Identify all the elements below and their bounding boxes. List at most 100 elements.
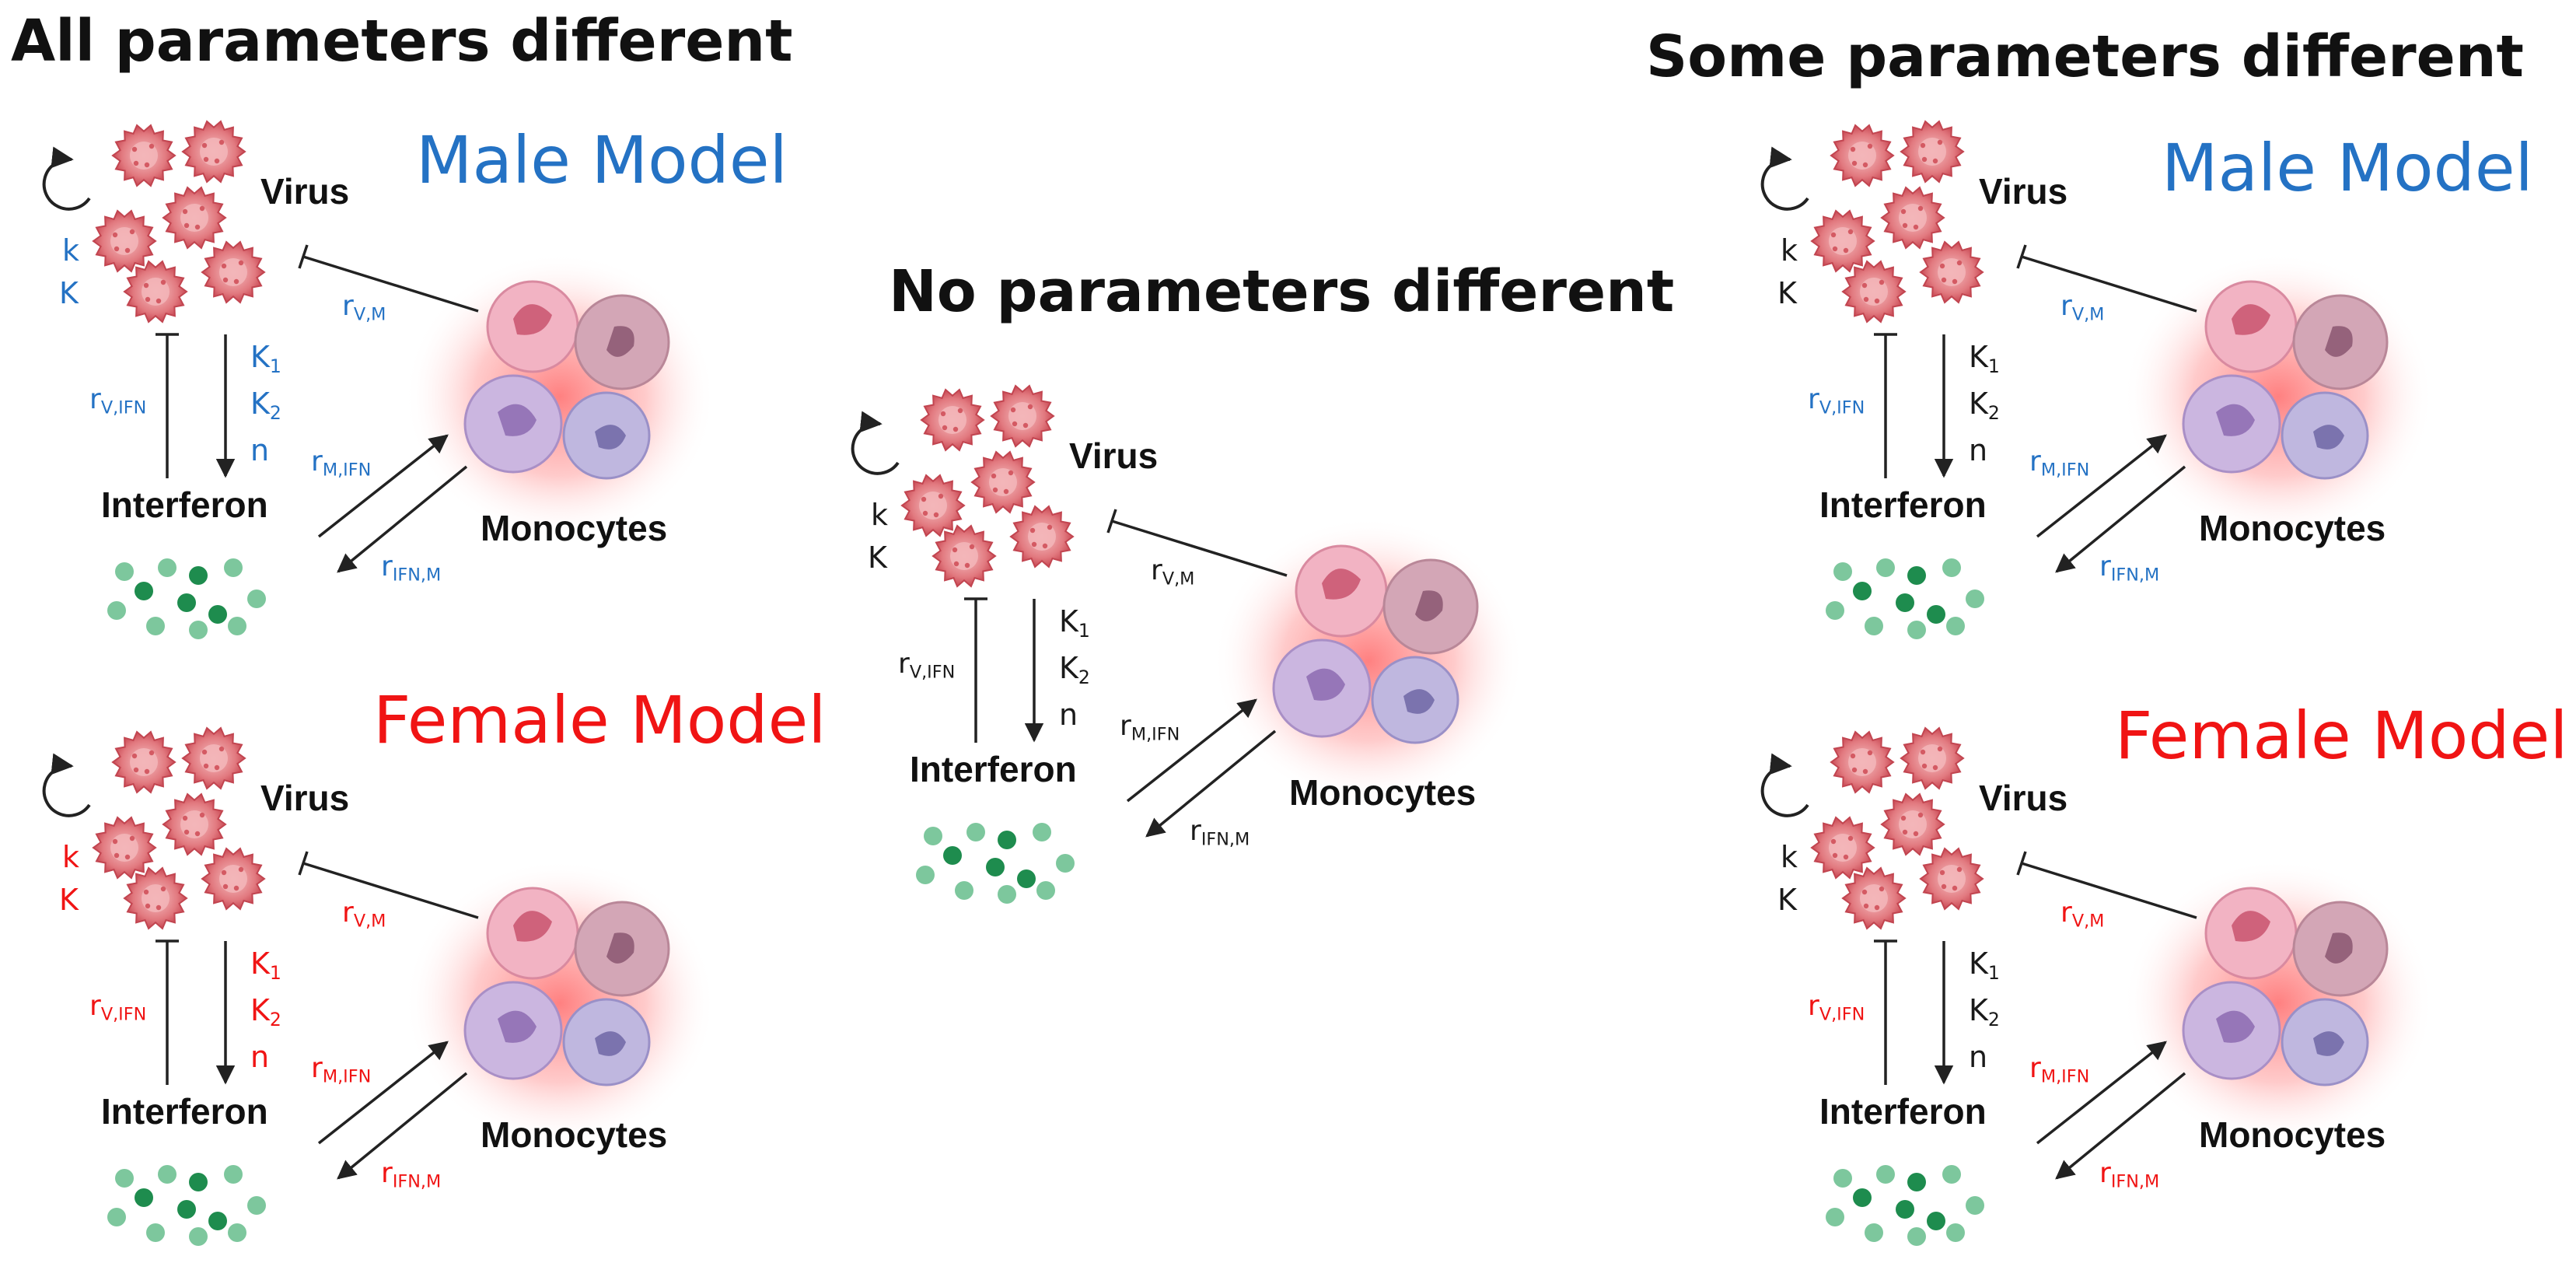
param-n: n <box>1969 433 1987 467</box>
virus-particle <box>123 866 188 930</box>
interferon-dot <box>135 582 153 600</box>
param-K: K <box>59 883 79 917</box>
virus-particle <box>1841 260 1907 324</box>
virus-label: Virus <box>260 171 349 212</box>
virus-particle <box>990 384 1055 448</box>
interferon-dot <box>189 1173 208 1191</box>
virus-particle <box>1841 866 1907 930</box>
virus-particle <box>1900 726 1965 790</box>
female-model-title: Female Model <box>2115 698 2568 774</box>
interferon-dot <box>1966 590 1984 608</box>
ifn-to-monocytes-edge <box>2036 1041 2167 1145</box>
monocytes-to-ifn-edge <box>337 1072 468 1180</box>
interferon-dot <box>1033 823 1051 841</box>
virus-particle <box>1919 240 1984 304</box>
param-r-v-m: rV,M <box>342 897 386 931</box>
param-r-v-ifn: rV,IFN <box>89 990 146 1024</box>
monocytes-to-ifn-edge <box>1145 729 1277 838</box>
ifn-to-monocytes-edge <box>317 1041 449 1145</box>
param-K1: K1 <box>250 340 281 377</box>
virus-cluster <box>1810 726 1984 930</box>
virus-particle <box>1830 124 1895 187</box>
interferon-molecules <box>1826 1165 1984 1246</box>
virus-particle <box>162 792 227 856</box>
interferon-dot <box>107 1208 126 1226</box>
interferon-dot <box>1833 562 1852 581</box>
interferon-dot <box>1056 854 1075 873</box>
interferon-dot <box>1942 1165 1961 1184</box>
interferon-dot <box>189 621 208 639</box>
interferon-molecules <box>107 558 266 639</box>
virus-cluster <box>92 726 266 930</box>
virus-particle <box>1880 186 1945 250</box>
virus-label: Virus <box>1069 436 1158 476</box>
interferon-dot <box>1946 1223 1965 1242</box>
ifn-to-monocytes-edge <box>1126 698 1257 803</box>
virus-particle <box>201 240 266 304</box>
virus-particle <box>1880 792 1945 856</box>
monocyte-cluster <box>1213 517 1524 805</box>
param-k: k <box>1781 840 1798 874</box>
interferon-dot <box>1907 1173 1926 1191</box>
monocytes-inhibit-virus-edge <box>2021 862 2197 919</box>
param-r-ifn-m: rIFN,M <box>2099 551 2159 585</box>
interferon-dot <box>943 846 962 865</box>
virus-particle <box>111 124 177 187</box>
virus-cluster <box>900 384 1075 588</box>
virus-particle <box>900 474 966 537</box>
interferon-dot <box>1876 558 1895 577</box>
virus-label: Virus <box>1979 171 2067 212</box>
virus-particle <box>1830 730 1895 794</box>
param-K2: K2 <box>250 387 281 424</box>
param-r-ifn-m: rIFN,M <box>2099 1157 2159 1191</box>
interferon-dot <box>115 1169 134 1188</box>
virus-particle <box>931 524 997 588</box>
interferon-dot <box>1017 869 1036 888</box>
virus-particle <box>181 726 246 790</box>
monocytes-to-ifn-edge <box>2055 1072 2186 1180</box>
interferon-label: Interferon <box>910 749 1077 789</box>
virus-cluster <box>1810 120 1984 324</box>
interferon-dot <box>177 1200 196 1219</box>
interferon-dot <box>1907 566 1926 585</box>
interferon-dot <box>998 885 1016 904</box>
interferon-dot <box>916 866 935 884</box>
virus-particle <box>201 847 266 911</box>
param-r-v-m: rV,M <box>342 290 386 324</box>
param-k: k <box>62 840 79 874</box>
interferon-dot <box>208 1212 227 1230</box>
inhibition-bar <box>2016 244 2027 269</box>
interferon-dot <box>247 590 266 608</box>
monocyte-cluster <box>404 859 715 1147</box>
param-K: K <box>1777 883 1798 917</box>
param-r-v-ifn: rV,IFN <box>1808 990 1865 1024</box>
interferon-dot <box>998 831 1016 849</box>
interferon-dot <box>1907 1227 1926 1246</box>
interferon-dot <box>189 566 208 585</box>
param-n: n <box>250 1040 269 1074</box>
interferon-molecules <box>1826 558 1984 639</box>
monocyte-cluster <box>2123 859 2434 1147</box>
param-K1: K1 <box>250 946 281 984</box>
interferon-dot <box>158 1165 177 1184</box>
interferon-dot <box>1946 617 1965 635</box>
interferon-dot <box>1927 605 1945 624</box>
panel-all-female: Female ModelkKVirusrV,IFNK1K2nInterferon… <box>42 682 827 1246</box>
interferon-dot <box>1833 1169 1852 1188</box>
interferon-dot <box>1966 1196 1984 1215</box>
heading-all-parameters-different: All parameters different <box>11 8 792 75</box>
virus-particle <box>123 260 188 324</box>
male-model-title: Male Model <box>2162 130 2533 206</box>
virus-label: Virus <box>260 778 349 818</box>
param-r-ifn-m: rIFN,M <box>1190 815 1250 849</box>
param-n: n <box>1059 698 1078 732</box>
virus-particle <box>1810 209 1875 273</box>
interferon-label: Interferon <box>1819 485 1987 525</box>
param-K: K <box>1777 276 1798 310</box>
monocytes-to-ifn-edge <box>2055 465 2186 573</box>
param-r-v-ifn: rV,IFN <box>898 648 955 682</box>
inhibition-bar <box>2016 851 2027 876</box>
param-n: n <box>250 433 269 467</box>
interferon-dot <box>955 881 973 900</box>
param-r-ifn-m: rIFN,M <box>381 1157 441 1191</box>
